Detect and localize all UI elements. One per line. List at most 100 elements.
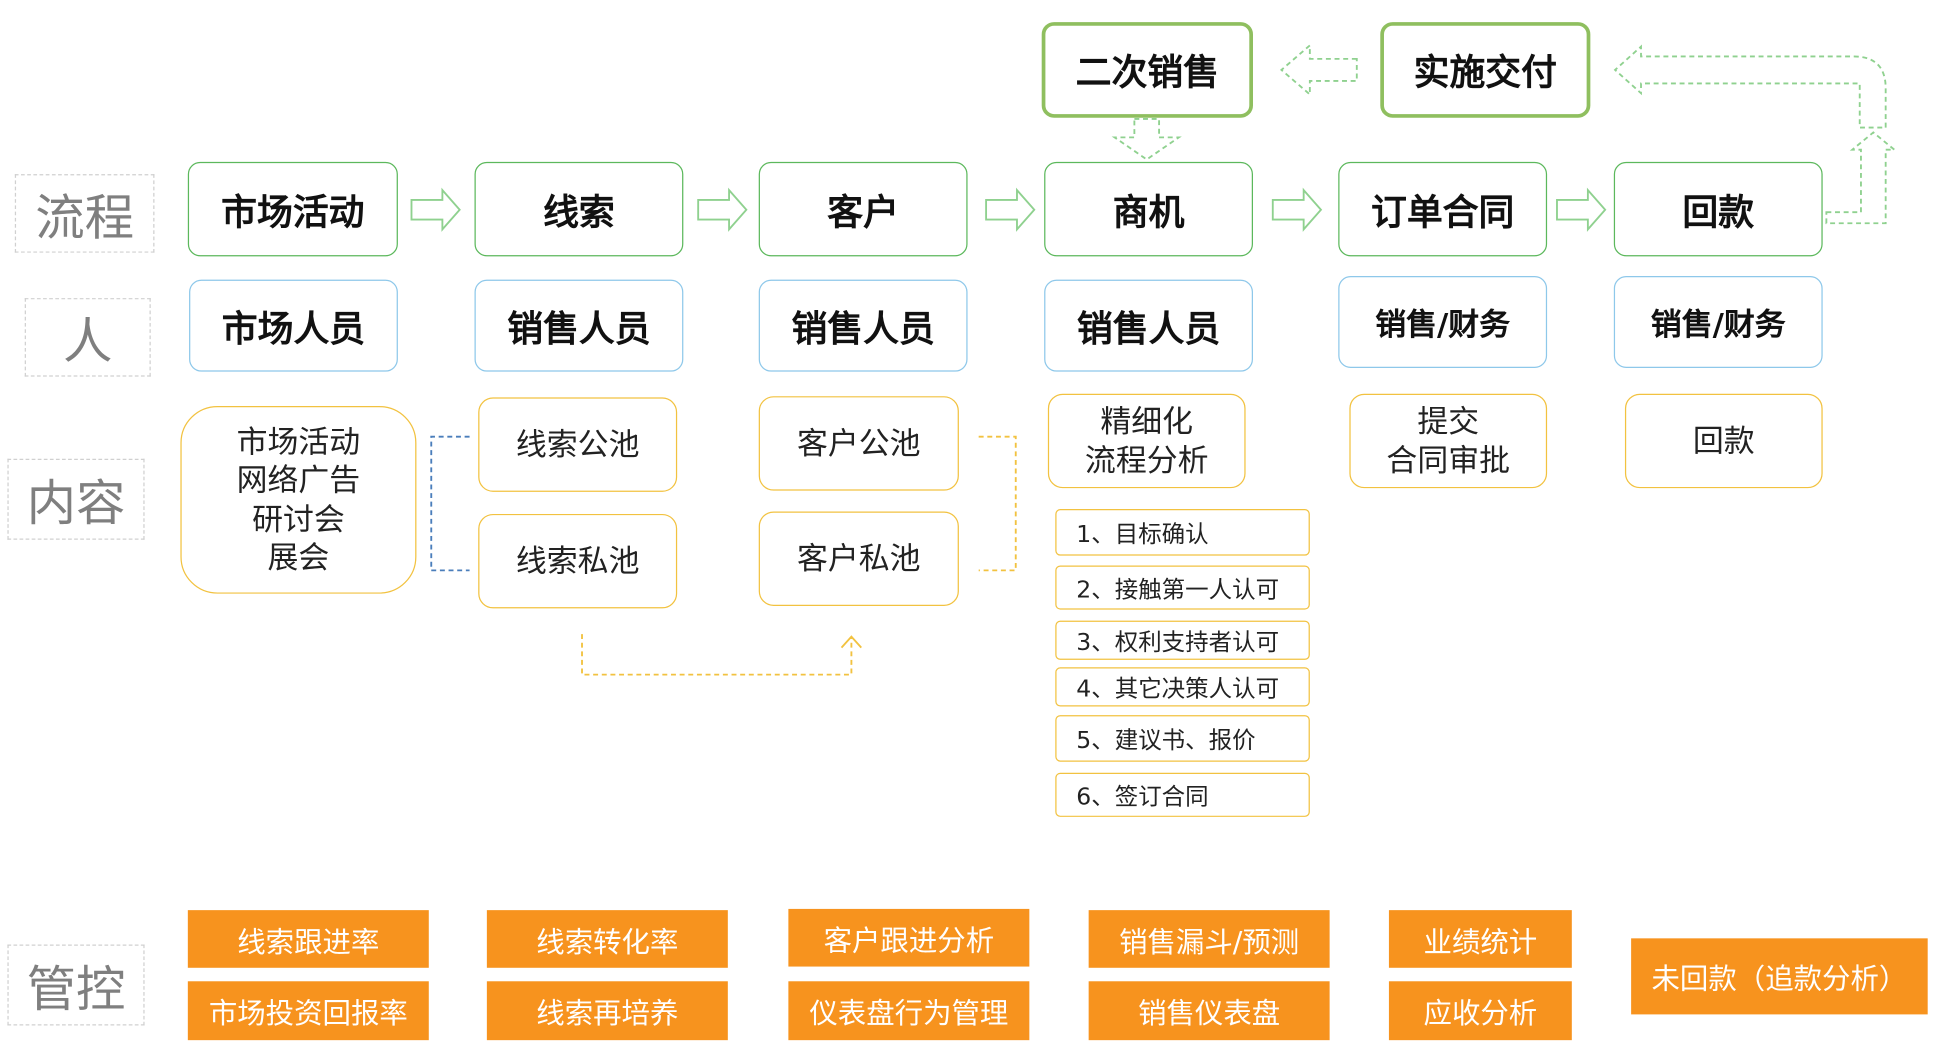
step-item: 2、接触第一人认可: [1055, 565, 1310, 610]
content-line: 流程分析: [1084, 442, 1209, 478]
people-node-contract: 销售/财务: [1338, 275, 1548, 368]
people-node-opportunity: 销售人员: [1044, 279, 1253, 372]
opportunity-analysis: 精细化 流程分析: [1047, 393, 1246, 489]
step-item: 6、签订合同: [1055, 772, 1310, 817]
node-label: 实施交付: [1413, 51, 1557, 94]
process-node-lead: 线索: [474, 161, 684, 257]
row-label-content: 内容: [7, 458, 145, 540]
content-line: 研讨会: [252, 501, 345, 537]
node-label: 回款: [1682, 190, 1755, 233]
control-receivables-analysis: 应收分析: [1388, 981, 1572, 1041]
node-label: 客户公池: [797, 425, 921, 462]
node-label: 客户私池: [797, 540, 921, 577]
step-label: 4、其它决策人认可: [1076, 675, 1280, 703]
node-label: 线索: [543, 190, 615, 233]
node-label: 线索私池: [515, 543, 640, 579]
step-label: 3、权利支持者认可: [1076, 628, 1280, 656]
return-loop-arrow: [1613, 44, 1887, 129]
control-label: 业绩统计: [1423, 926, 1538, 959]
people-node-lead: 销售人员: [474, 279, 684, 372]
control-lead-conversion-rate: 线索转化率: [486, 910, 728, 968]
row-label-text: 内容: [26, 475, 126, 533]
control-label: 仪表盘行为管理: [809, 998, 1009, 1031]
control-lead-nurturing: 线索再培养: [486, 981, 728, 1041]
arrow-right-icon: [1556, 187, 1607, 232]
control-label: 销售仪表盘: [1138, 998, 1281, 1031]
second-sale-node: 二次销售: [1041, 22, 1253, 118]
step-label: 1、目标确认: [1076, 520, 1209, 548]
content-line: 精细化: [1100, 403, 1194, 440]
lead-to-customer-path: [581, 634, 853, 676]
people-node-marketing: 市场人员: [189, 279, 398, 372]
content-line: 合同审批: [1386, 442, 1511, 478]
node-label: 客户: [827, 190, 899, 233]
arrow-up-icon: [840, 635, 862, 649]
step-item: 1、目标确认: [1055, 509, 1310, 556]
node-label: 二次销售: [1075, 51, 1220, 94]
control-sales-dashboard: 销售仪表盘: [1088, 981, 1330, 1041]
node-label: 销售人员: [507, 307, 651, 349]
contract-approval: 提交 合同审批: [1349, 393, 1548, 489]
step-item: 5、建议书、报价: [1055, 715, 1310, 762]
control-label: 未回款（追款分析）: [1651, 964, 1908, 996]
arrow-down-icon: [1111, 118, 1182, 161]
node-label: 销售/财务: [1650, 306, 1786, 342]
process-node-customer: 客户: [758, 161, 968, 257]
return-loop-arrow: [1825, 131, 1897, 225]
node-label: 销售人员: [1076, 307, 1221, 349]
row-label-text: 人: [63, 314, 113, 371]
payment-content: 回款: [1624, 393, 1823, 489]
control-label: 市场投资回报率: [208, 998, 408, 1031]
control-performance-stats: 业绩统计: [1388, 910, 1572, 968]
people-node-payment: 销售/财务: [1613, 275, 1823, 368]
customer-bracket: [978, 435, 1017, 572]
content-line: 网络广告: [236, 462, 361, 499]
node-label: 线索公池: [515, 426, 640, 463]
arrow-left-icon: [1280, 43, 1358, 97]
arrow-right-icon: [1271, 187, 1323, 232]
arrow-right-icon: [697, 187, 748, 232]
customer-private-pool: 客户私池: [758, 511, 959, 606]
content-line: 展会: [267, 539, 330, 575]
node-label: 商机: [1112, 190, 1185, 233]
control-marketing-roi: 市场投资回报率: [187, 981, 429, 1041]
process-node-payment: 回款: [1613, 161, 1823, 257]
step-item: 3、权利支持者认可: [1055, 620, 1310, 660]
row-label-control: 管控: [7, 944, 145, 1026]
control-customer-followup-analysis: 客户跟进分析: [788, 908, 1030, 967]
content-marketing-list: 市场活动 网络广告 研讨会 展会: [180, 406, 417, 594]
control-sales-funnel-forecast: 销售漏斗/预测: [1088, 910, 1330, 968]
node-label: 订单合同: [1370, 190, 1515, 233]
process-node-contract: 订单合同: [1338, 161, 1548, 257]
arrow-right-icon: [410, 187, 461, 232]
node-label: 市场人员: [221, 307, 366, 349]
lead-bracket: [430, 435, 470, 572]
customer-public-pool: 客户公池: [758, 396, 959, 491]
delivery-node: 实施交付: [1380, 22, 1591, 118]
control-label: 应收分析: [1423, 998, 1538, 1031]
node-label: 销售人员: [791, 307, 935, 349]
control-label: 线索再培养: [536, 998, 679, 1031]
step-label: 6、签订合同: [1076, 783, 1209, 811]
row-label-process: 流程: [14, 174, 155, 253]
control-label: 销售漏斗/预测: [1119, 926, 1300, 959]
lead-private-pool: 线索私池: [478, 513, 678, 609]
people-node-customer: 销售人员: [758, 279, 968, 372]
arrow-right-icon: [985, 187, 1036, 232]
node-label: 回款: [1692, 423, 1755, 459]
content-line: 提交: [1417, 403, 1480, 440]
node-label: 市场活动: [221, 190, 365, 233]
lead-public-pool: 线索公池: [478, 397, 678, 492]
step-item: 4、其它决策人认可: [1055, 667, 1310, 707]
control-lead-followup-rate: 线索跟进率: [187, 910, 429, 968]
process-node-opportunity: 商机: [1044, 161, 1253, 257]
step-label: 5、建议书、报价: [1076, 726, 1256, 754]
control-dashboard-behavior: 仪表盘行为管理: [788, 981, 1030, 1041]
content-line: 市场活动: [236, 424, 361, 460]
control-unpaid-analysis: 未回款（追款分析）: [1631, 938, 1928, 1015]
control-label: 线索转化率: [536, 926, 679, 959]
node-label: 销售/财务: [1375, 306, 1511, 342]
row-label-text: 流程: [35, 190, 135, 247]
